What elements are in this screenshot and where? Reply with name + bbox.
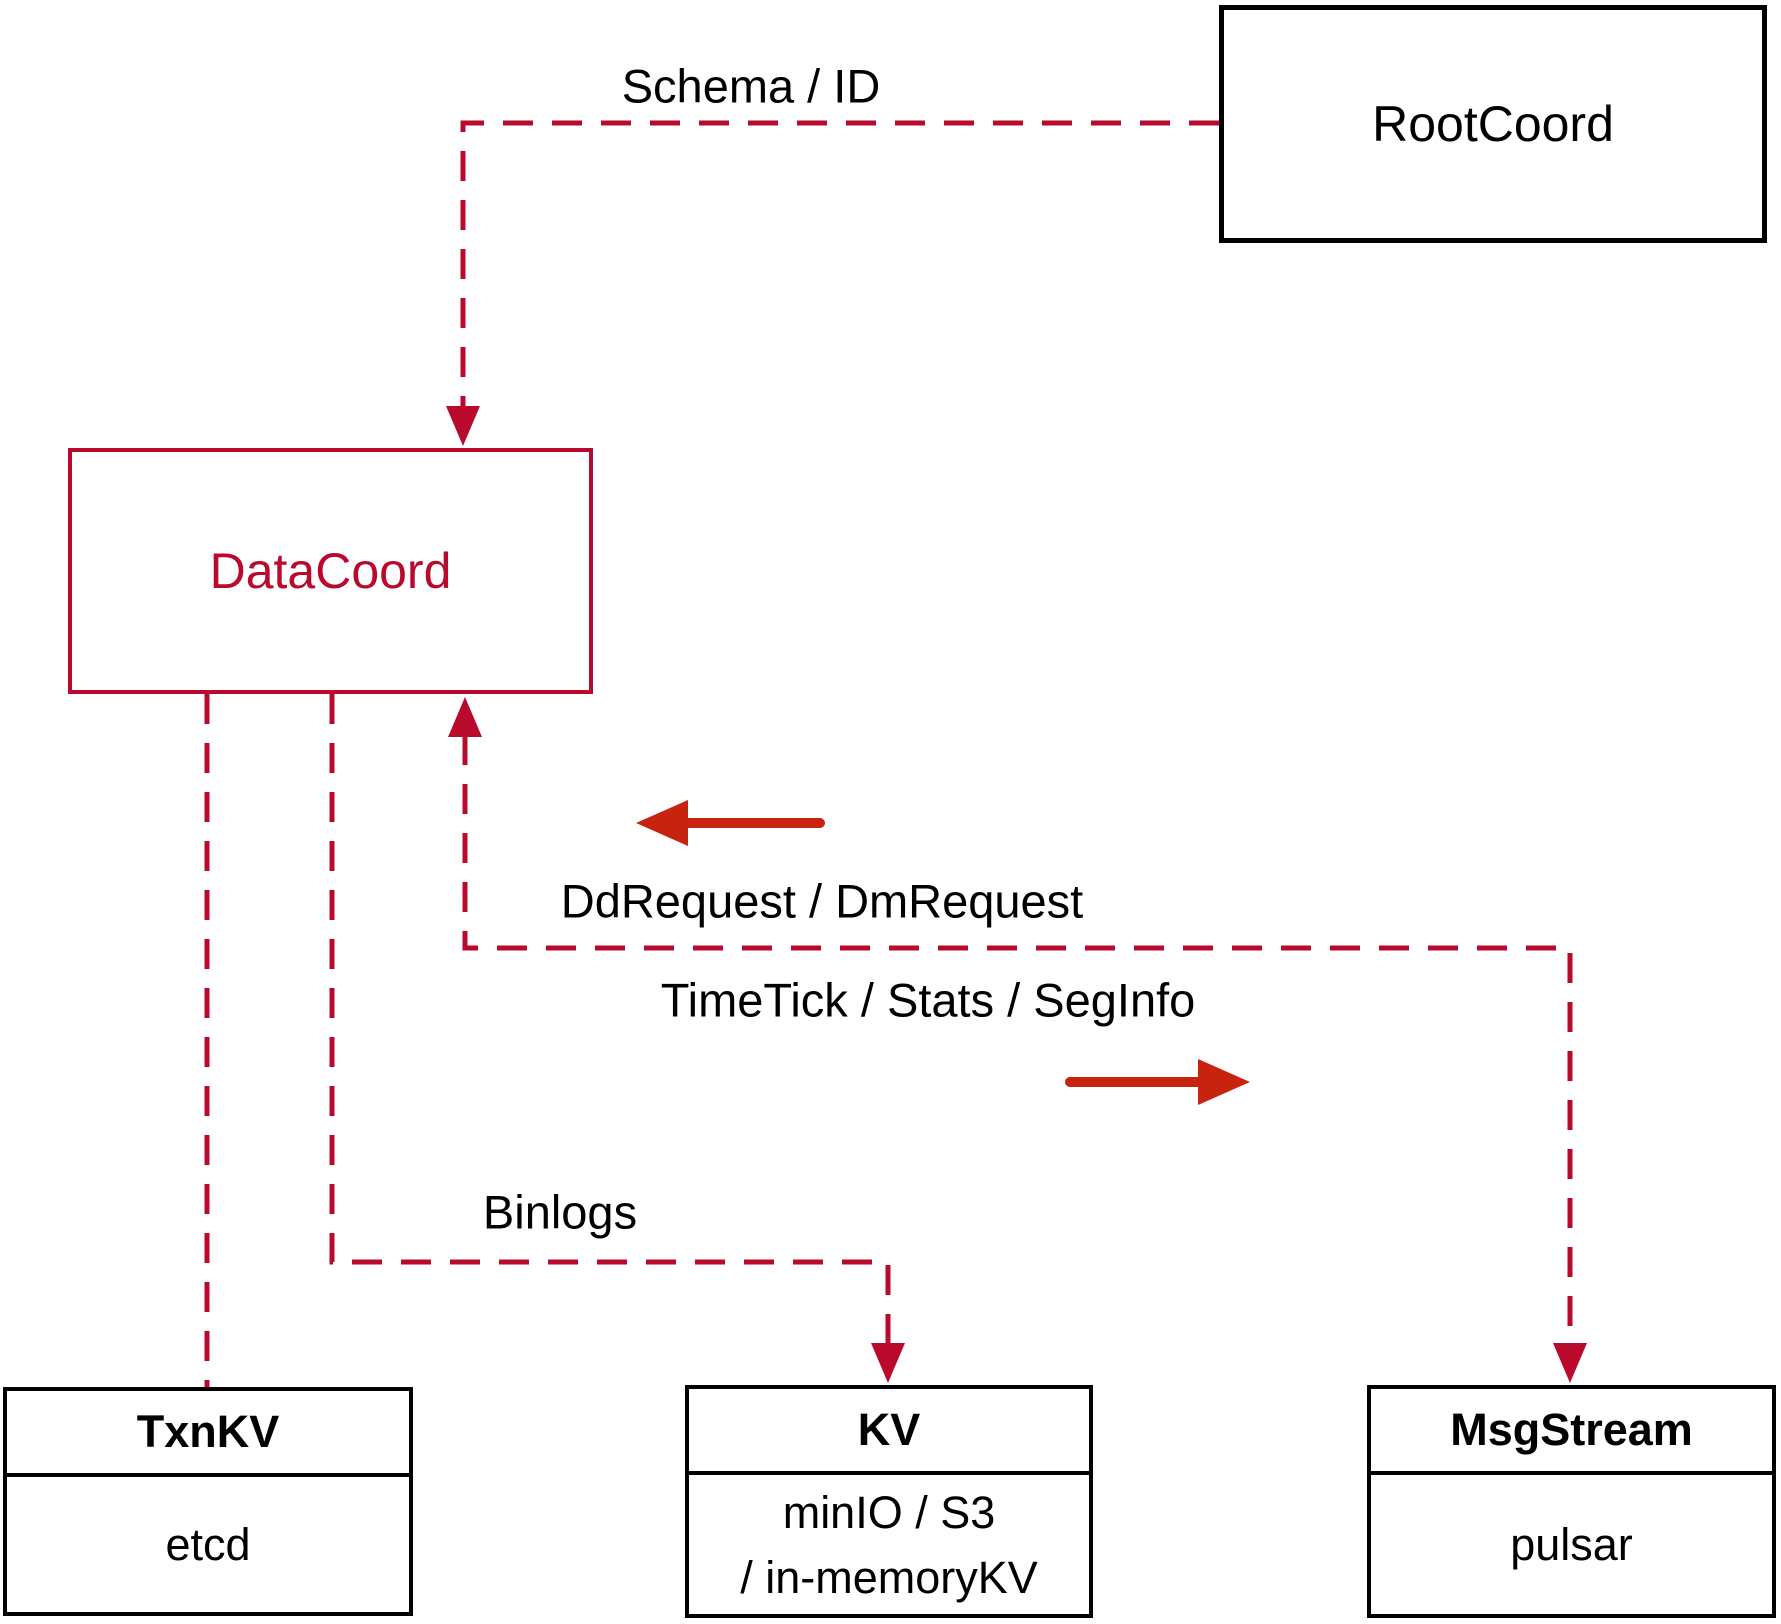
node-txnkv-title: TxnKV — [7, 1391, 409, 1477]
node-kv-subtitle-line2: / in-memoryKV — [740, 1551, 1038, 1603]
edge-schema-id-arrowhead — [446, 406, 480, 446]
node-txnkv: TxnKV etcd — [3, 1387, 413, 1616]
edge-binlogs-line — [329, 694, 891, 1345]
edge-schema-id-line — [460, 120, 1219, 408]
node-msgstream-title: MsgStream — [1371, 1389, 1772, 1475]
edge-request-bus-arrowhead-up — [448, 697, 482, 737]
edge-binlogs-arrowhead — [871, 1343, 905, 1383]
node-datacoord-label: DataCoord — [209, 543, 452, 599]
edge-label-time-tick: TimeTick / Stats / SegInfo — [660, 973, 1196, 1027]
flow-right-arrow-icon — [1198, 1059, 1250, 1105]
node-msgstream-subtitle: pulsar — [1510, 1519, 1633, 1570]
node-msgstream: MsgStream pulsar — [1367, 1385, 1776, 1618]
node-kv-title: KV — [689, 1389, 1089, 1475]
node-rootcoord-label: RootCoord — [1372, 96, 1614, 152]
edge-request-bus-arrowhead-down — [1553, 1343, 1587, 1383]
node-datacoord: DataCoord — [68, 448, 593, 694]
node-rootcoord: RootCoord — [1219, 5, 1767, 243]
edge-request-bus-line — [462, 735, 1573, 1345]
edge-label-binlogs: Binlogs — [482, 1185, 638, 1239]
flow-left-arrow-icon — [636, 800, 688, 846]
node-kv-subtitle-line1: minIO / S3 — [782, 1486, 996, 1538]
node-txnkv-subtitle: etcd — [165, 1519, 251, 1570]
node-kv: KV minIO / S3 / in-memoryKV — [685, 1385, 1093, 1618]
edge-label-dd-request: DdRequest / DmRequest — [560, 874, 1084, 928]
edge-label-schema-id: Schema / ID — [621, 59, 881, 113]
